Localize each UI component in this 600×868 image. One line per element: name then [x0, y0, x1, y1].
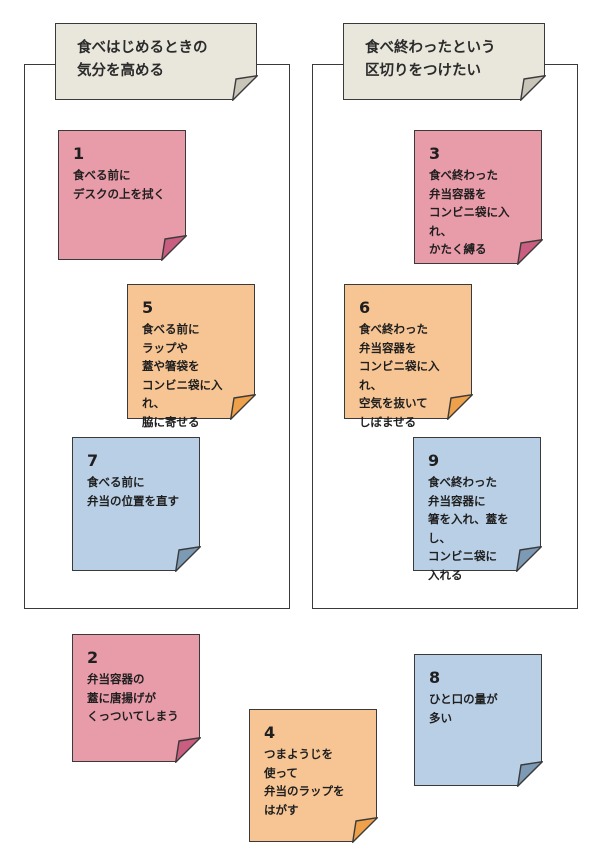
page-fold-icon — [231, 74, 258, 101]
note-number: 1 — [73, 144, 85, 163]
note-text: 食べ終わった 弁当容器を コンビニ袋に入れ、 空気を抜いて しぼませる — [359, 322, 440, 429]
note-number: 4 — [264, 723, 276, 742]
group-title-start: 食べはじめるときの 気分を高める — [77, 40, 208, 79]
note-text: 食べ終わった 弁当容器を コンビニ袋に入れ、 かたく縛る — [429, 168, 510, 256]
page-fold-icon — [446, 393, 473, 420]
sticky-note-6: 6 食べ終わった 弁当容器を コンビニ袋に入れ、 空気を抜いて しぼませる — [344, 284, 473, 429]
group-header-finish: 食べ終わったという 区切りをつけたい — [343, 23, 546, 101]
note-text: 弁当容器の 蓋に唐揚げが くっついてしまう — [87, 672, 179, 723]
note-number: 9 — [428, 451, 440, 470]
note-number: 2 — [87, 648, 99, 667]
note-number: 7 — [87, 451, 99, 470]
sticky-note-2: 2 弁当容器の 蓋に唐揚げが くっついてしまう — [72, 634, 201, 763]
sticky-note-9: 9 食べ終わった 弁当容器に 箸を入れ、蓋をし、 コンビニ袋に 入れる — [413, 437, 542, 582]
sticky-note-3: 3 食べ終わった 弁当容器を コンビニ袋に入れ、 かたく縛る — [414, 130, 543, 265]
page-fold-icon — [229, 393, 256, 420]
note-text: つまようじを 使って 弁当のラップを はがす — [264, 747, 345, 817]
note-text: ひと口の量が 多い — [429, 692, 498, 725]
page-fold-icon — [516, 238, 543, 265]
page-fold-icon — [516, 760, 543, 787]
sticky-note-7: 7 食べる前に 弁当の位置を直す — [72, 437, 201, 572]
page-fold-icon — [515, 545, 542, 572]
note-number: 5 — [142, 298, 154, 317]
note-text: 食べ終わった 弁当容器に 箸を入れ、蓋をし、 コンビニ袋に 入れる — [428, 475, 509, 582]
page-fold-icon — [174, 736, 201, 763]
page-fold-icon — [160, 234, 187, 261]
page-fold-icon — [174, 545, 201, 572]
note-number: 8 — [429, 668, 441, 687]
sticky-note-1: 1 食べる前に デスクの上を拭く — [58, 130, 187, 261]
sticky-note-4: 4 つまようじを 使って 弁当のラップを はがす — [249, 709, 378, 843]
sticky-note-5: 5 食べる前に ラップや 蓋や箸袋を コンビニ袋に入れ、 脇に寄せる — [127, 284, 256, 429]
sticky-note-8: 8 ひと口の量が 多い — [414, 654, 543, 787]
page-fold-icon — [351, 816, 378, 843]
group-header-start: 食べはじめるときの 気分を高める — [55, 23, 258, 101]
note-text: 食べる前に ラップや 蓋や箸袋を コンビニ袋に入れ、 脇に寄せる — [142, 322, 223, 429]
page-fold-icon — [519, 74, 546, 101]
note-text: 食べる前に 弁当の位置を直す — [87, 475, 179, 508]
note-number: 6 — [359, 298, 371, 317]
note-text: 食べる前に デスクの上を拭く — [73, 168, 165, 201]
note-number: 3 — [429, 144, 441, 163]
group-title-finish: 食べ終わったという 区切りをつけたい — [365, 40, 496, 79]
